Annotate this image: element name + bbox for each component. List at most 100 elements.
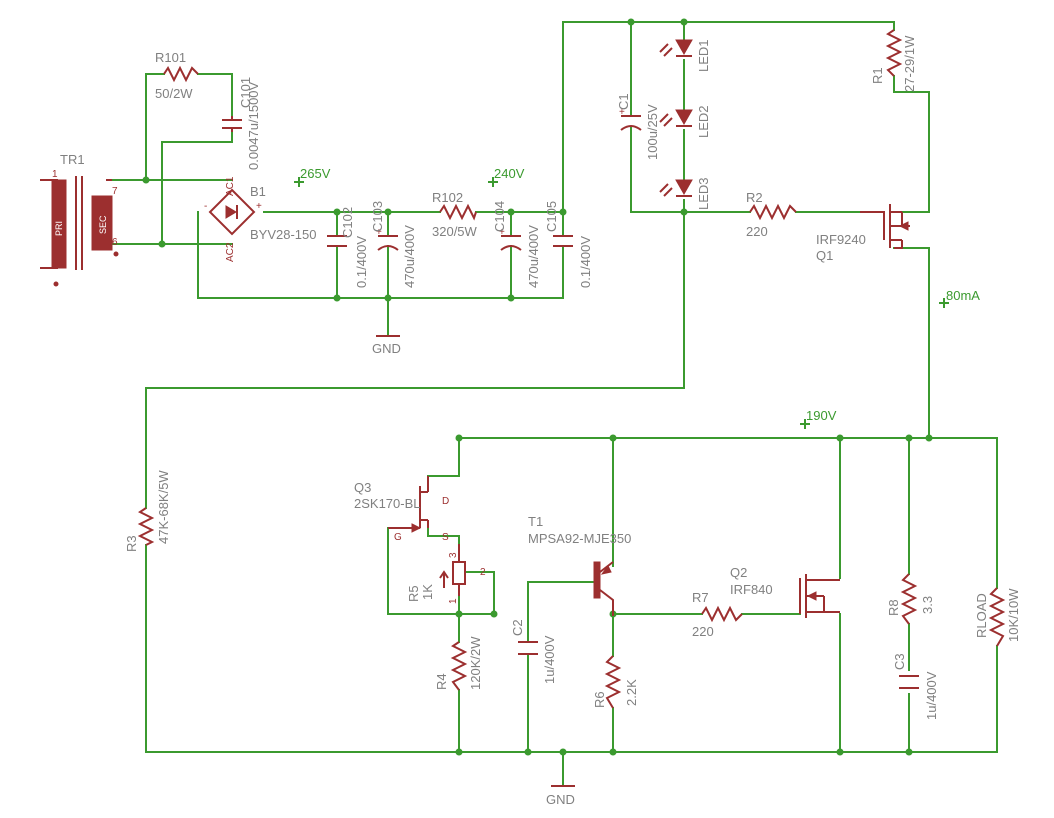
svg-text:+: +	[376, 227, 382, 238]
c1-name: C1	[616, 93, 631, 110]
b1-minus-pin: -	[204, 201, 207, 212]
tr1-sec-label: SEC	[98, 215, 108, 234]
resistor-r3	[137, 507, 155, 546]
resistor-rload	[988, 587, 1006, 647]
net-markers	[294, 177, 949, 429]
junction-dots	[142, 18, 933, 756]
c101-name: C101	[238, 77, 253, 108]
r2-value: 220	[746, 224, 768, 239]
tr1-pin7: 7	[112, 186, 118, 197]
r102-value: 320/5W	[432, 224, 478, 239]
q1-value: IRF9240	[816, 232, 866, 247]
svg-text:+: +	[619, 107, 625, 118]
resistor-r102	[439, 203, 477, 221]
capacitor-c3	[899, 675, 919, 689]
q3-d-pin: D	[442, 496, 449, 507]
led-led1	[659, 39, 693, 57]
c2-value: 1u/400V	[542, 635, 557, 684]
rload-value: 10K/10W	[1006, 588, 1021, 642]
resistor-r7	[701, 605, 743, 623]
q3-value: 2SK170-BL	[354, 496, 421, 511]
resistor-r2	[749, 203, 797, 221]
c102-name: C102	[340, 207, 355, 238]
jfet-q3	[388, 476, 429, 533]
r6-name: R6	[592, 691, 607, 708]
capacitor-c104: +	[499, 227, 522, 251]
c105-name: C105	[544, 201, 559, 232]
net-265v: 265V	[300, 166, 331, 181]
net-240v: 240V	[494, 166, 525, 181]
q3-g-pin: G	[394, 532, 402, 543]
tr1-label: TR1	[60, 152, 85, 167]
c104-name: C104	[492, 201, 507, 232]
c101-value: 0.0047u/1500V	[246, 81, 261, 170]
led3-name: LED3	[696, 177, 711, 210]
r5-pin3: 3	[448, 552, 459, 558]
capacitor-c2	[518, 641, 538, 655]
q3-name: Q3	[354, 480, 371, 495]
mosfet-q2	[799, 574, 840, 618]
c3-value: 1u/400V	[924, 671, 939, 720]
b1-value: BYV28-150	[250, 227, 317, 242]
c102-value: 0.1/400V	[354, 236, 369, 288]
led2-name: LED2	[696, 105, 711, 138]
r5-pin2: 2	[480, 567, 486, 578]
transformer-tr1	[40, 176, 119, 287]
resistor-r4	[450, 641, 468, 691]
net-190v: 190V	[806, 408, 837, 423]
resistor-r101	[163, 65, 199, 83]
svg-text:+: +	[499, 227, 505, 238]
gnd-top-label: GND	[372, 341, 401, 356]
led-led3	[659, 179, 693, 197]
led-led2	[659, 109, 693, 127]
r4-value: 120K/2W	[468, 636, 483, 690]
q3-s-pin: S	[442, 532, 449, 543]
c2-name: C2	[510, 619, 525, 636]
resistor-r6	[604, 655, 622, 709]
c103-value: 470u/400V	[402, 225, 417, 288]
q2-name: Q2	[730, 565, 747, 580]
r3-name: R3	[124, 535, 139, 552]
tr1-pin4: 4	[52, 258, 58, 269]
mosfet-q1	[860, 204, 910, 249]
trimmer-r5	[439, 544, 466, 596]
capacitor-c102	[327, 235, 347, 247]
r8-name: R8	[886, 599, 901, 616]
t1-name: T1	[528, 514, 543, 529]
resistor-r1	[885, 29, 903, 77]
tr1-pin6: 6	[112, 237, 118, 248]
r3-value: 47K-68K/5W	[156, 470, 171, 544]
capacitor-c1: +	[619, 107, 642, 131]
r5-name: R5	[406, 585, 421, 602]
r5-value: 1K	[420, 584, 435, 600]
r8-value: 3.3	[920, 596, 935, 614]
r101-name: R101	[155, 50, 186, 65]
capacitor-c103: +	[376, 227, 399, 251]
r1-value: 27-29/1W	[902, 35, 917, 92]
tr1-pin1: 1	[52, 169, 58, 180]
capacitor-c101	[222, 116, 242, 132]
r6-value: 2.2K	[624, 679, 639, 706]
wires	[111, 21, 998, 787]
r1-name: R1	[870, 67, 885, 84]
resistor-r8	[900, 573, 918, 625]
b1-ac2-pin: AC2	[225, 242, 236, 262]
tr1-pri-label: PRI	[54, 221, 64, 236]
capacitor-c105	[553, 235, 573, 247]
bridge-rectifier-b1	[208, 188, 256, 236]
c1-value: 100u/25V	[645, 104, 660, 160]
c3-name: C3	[892, 653, 907, 670]
r4-name: R4	[434, 673, 449, 690]
c103-name: C103	[370, 201, 385, 232]
r102-name: R102	[432, 190, 463, 205]
b1-plus-pin: +	[256, 201, 262, 212]
rload-name: RLOAD	[974, 593, 989, 638]
t1-value: MPSA92-MJE350	[528, 531, 631, 546]
q1-name: Q1	[816, 248, 833, 263]
b1-ac1-pin: AC1	[225, 176, 236, 196]
gnd-bottom-label: GND	[546, 792, 575, 807]
r5-pin1: 1	[448, 598, 459, 604]
r7-value: 220	[692, 624, 714, 639]
